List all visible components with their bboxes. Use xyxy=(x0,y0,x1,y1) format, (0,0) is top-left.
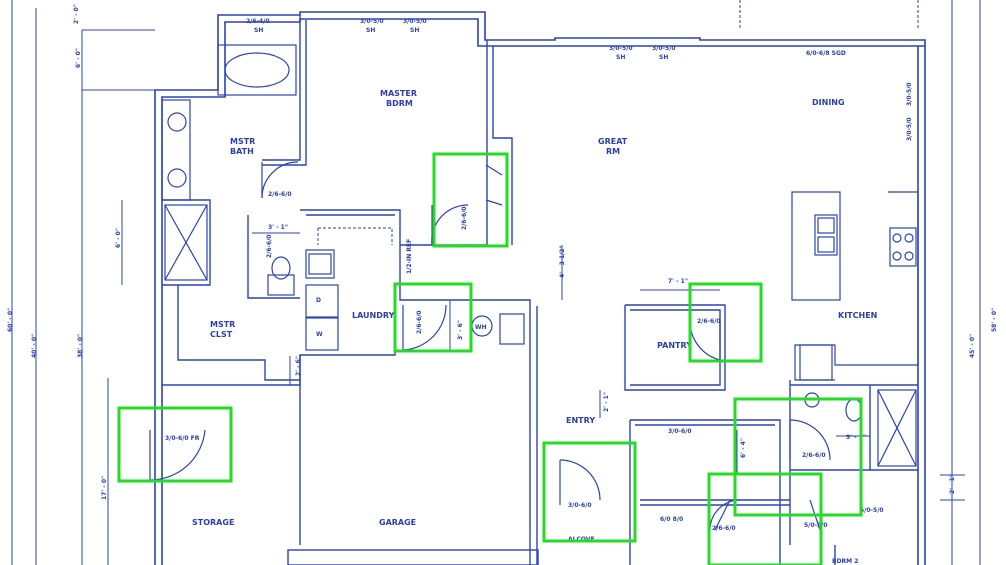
window-label-w3a: 3/0-5/0 xyxy=(403,18,427,25)
window-label-w2a: 3/0-5/0 xyxy=(360,18,384,25)
window-label-w6: 6/0-6/8 SGD xyxy=(806,50,846,57)
detection-box xyxy=(393,282,473,353)
detection-box xyxy=(542,441,637,543)
door-label-d1: 2/6-6/0 xyxy=(268,191,292,198)
door-label-d2: 2/6-6/0 xyxy=(461,206,468,230)
room-kitchen: KITCHEN xyxy=(838,311,877,320)
dim-60-0: 60' - 0" xyxy=(7,308,14,332)
door-label-d12: 5/0-5/0 xyxy=(804,522,828,529)
detection-box xyxy=(688,282,763,363)
detection-box xyxy=(432,152,509,248)
room-storage: STORAGE xyxy=(192,518,234,527)
window-label-w8: 3/0-5/0 xyxy=(906,117,913,141)
window-label-w7: 3/0-5/0 xyxy=(906,82,913,106)
dim-3-1: 3' - 1" xyxy=(268,224,288,231)
door-label-d3: 2/6-6/0 xyxy=(416,310,423,334)
room-mstr-bath-2: BATH xyxy=(230,147,254,156)
fixture-water-heater: WH xyxy=(475,324,487,331)
detection-box xyxy=(733,397,863,517)
window-label-w2b: SH xyxy=(366,27,375,34)
door-label-d5: 3/0-6/0 FR xyxy=(165,435,200,442)
room-garage: GARAGE xyxy=(379,518,416,527)
window-label-w1a: 2/6-4/0 xyxy=(246,18,270,25)
fixture-washer: W xyxy=(316,331,323,338)
interior-walls xyxy=(162,15,918,565)
door-label-d11: 2/6-6/0 xyxy=(712,525,736,532)
detection-box xyxy=(707,472,823,565)
dim-3-6: 3' - 6" xyxy=(457,320,464,340)
dim-38-0: 38' - 0" xyxy=(77,334,84,358)
dim-6-0-left: 6' - 0" xyxy=(75,48,82,68)
bath-fixtures xyxy=(161,44,917,467)
dim-40-0: 40' - 0" xyxy=(31,334,38,358)
dim-6-0-shower: 6' - 0" xyxy=(115,228,122,248)
door-label-d10: 6/0 8/0 xyxy=(660,516,683,523)
dim-9-1: 9' - 1" xyxy=(846,434,866,441)
room-bdrm2: BDRM 2 xyxy=(832,558,858,565)
dim-58-0: 58' - 0" xyxy=(991,308,998,332)
door-detection-boxes xyxy=(117,152,863,565)
dim-2-6: 2' - 6" xyxy=(295,356,302,376)
room-mstr-bath-1: MSTR xyxy=(230,137,255,146)
detection-box xyxy=(117,406,233,483)
room-entry: ENTRY xyxy=(566,416,595,425)
room-master-bdrm-1: MASTER xyxy=(380,89,417,98)
room-pantry: PANTRY xyxy=(657,341,692,350)
door-label-d4: 2/6-6/0 xyxy=(266,234,273,258)
door-label-d6: 3/0-6/0 xyxy=(568,502,592,509)
room-great-rm-2: RM xyxy=(606,147,620,156)
window-label-w5a: 3/0-5/0 xyxy=(652,45,676,52)
kitchen-counters xyxy=(791,191,919,381)
door-label-d8: 2/6-6/0 xyxy=(802,452,826,459)
dim-2-0: 2' - 0" xyxy=(73,4,80,24)
window-label-w1b: SH xyxy=(254,27,263,34)
window-label-w3b: SH xyxy=(410,27,419,34)
room-laundry: LAUNDRY xyxy=(352,311,395,320)
fixture-refrigerator: 1/2-IN REF xyxy=(406,239,413,274)
window-label-w4b: SH xyxy=(616,54,625,61)
room-master-bdrm-2: BDRM xyxy=(386,99,413,108)
dim-17-0: 17' - 0" xyxy=(101,476,108,500)
dim-4-3: 4' - 3 1/2" xyxy=(559,245,566,278)
room-great-rm-1: GREAT xyxy=(598,137,628,146)
dim-2-1: 2' - 1" xyxy=(603,392,610,412)
room-mstr-clst-2: CLST xyxy=(210,330,233,339)
window-label-w4a: 3/0-5/0 xyxy=(609,45,633,52)
dim-2-1b: 2' - 1" xyxy=(949,474,956,494)
door-label-d9: 3/0-6/0 xyxy=(668,428,692,435)
fixture-dryer: D xyxy=(316,297,321,304)
room-dining: DINING xyxy=(812,98,845,107)
dimension-lines xyxy=(11,0,981,565)
room-mstr-clst-1: MSTR xyxy=(210,320,235,329)
dim-7-1: 7' - 1" xyxy=(668,278,688,285)
dim-45-0: 45' - 0" xyxy=(969,334,976,358)
window-label-w5b: SH xyxy=(659,54,668,61)
window-label-w9: 5/0-5/0 xyxy=(860,507,884,514)
dim-6-4: 6' - 4" xyxy=(740,438,747,458)
laundry-shelf xyxy=(317,0,919,245)
door-label-d7: 2/6-6/0 xyxy=(697,318,721,325)
garage-door xyxy=(287,549,539,565)
